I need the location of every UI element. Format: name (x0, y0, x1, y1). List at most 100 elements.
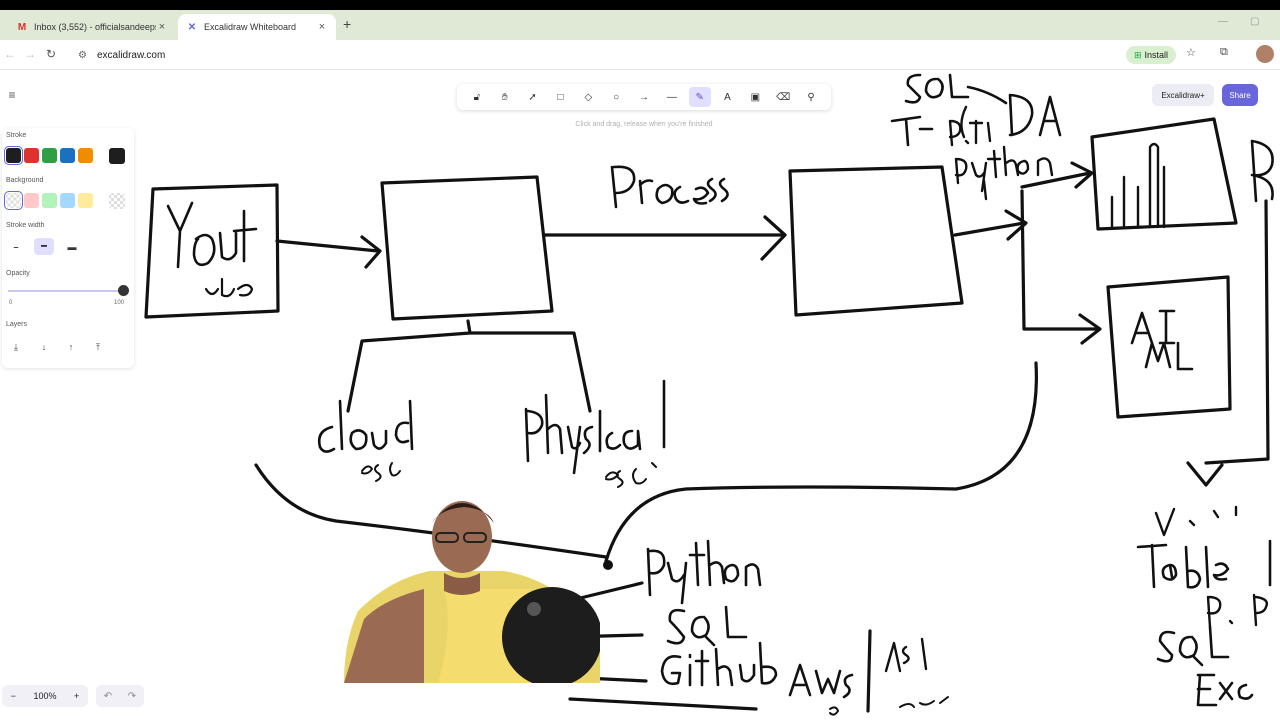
back-icon[interactable]: ← (4, 47, 16, 61)
powerbi-top-text-scribble (948, 119, 992, 147)
avatar[interactable] (1256, 45, 1274, 63)
tool-lock-button[interactable]: 🔓︎ (473, 91, 481, 103)
physical-subtext-scribble (605, 462, 657, 488)
storage-branches (346, 319, 592, 413)
bookmark-star-icon[interactable]: ☆ (1186, 47, 1196, 59)
undo-button[interactable]: ↶ (103, 690, 113, 702)
cloud-subtext-scribble (361, 462, 401, 482)
opacity-min: 0 (9, 300, 13, 306)
send-to-back-button[interactable]: ⤓ (14, 341, 18, 352)
sql-text-scribble (666, 605, 748, 647)
github-text-scribble (660, 641, 778, 687)
stroke-color-swatch[interactable] (42, 148, 57, 163)
stroke-color-swatch[interactable] (4, 146, 23, 165)
arrow-to-aiml (1020, 189, 1102, 345)
tool-line-button[interactable]: — (666, 91, 677, 103)
top-connectors (960, 105, 988, 201)
python-text-scribble (646, 539, 762, 605)
zoom-in-button[interactable]: + (73, 691, 80, 701)
tool-eraser-button[interactable]: ⌫ (776, 91, 791, 103)
background-color-swatch[interactable] (42, 193, 57, 208)
cloud-text-scribble (317, 399, 414, 453)
main-menu-button[interactable]: ≡ (8, 88, 16, 102)
background-color-swatch[interactable] (24, 193, 39, 208)
stroke-swatches (4, 146, 93, 165)
close-icon[interactable]: × (158, 21, 166, 33)
tableau-text-scribble (1136, 539, 1272, 589)
new-tab-button[interactable]: + (343, 16, 352, 32)
stroke-width-bold[interactable]: ━ (34, 238, 54, 255)
redo-button[interactable]: ↷ (127, 690, 137, 702)
skill-list-connectors (562, 581, 758, 711)
drawing-canvas[interactable]: ≡ 🔓︎✋︎➚□◇○→—✎A▣⌫⚲ Click and drag, releas… (0, 71, 1280, 720)
stroke-color-swatch[interactable] (24, 148, 39, 163)
tab-label: Excalidraw Whiteboard (204, 22, 297, 32)
aws-text-scribble (788, 663, 854, 699)
bring-forward-button[interactable]: ↑ (68, 342, 74, 352)
stroke-width-extra-bold[interactable]: ▬ (67, 241, 77, 252)
tab-excalidraw[interactable]: ✕ Excalidraw Whiteboard × (178, 14, 336, 40)
background-label: Background (6, 177, 44, 184)
minimize-icon[interactable]: — (1218, 16, 1228, 27)
tool-selection-button[interactable]: ➚ (528, 91, 537, 103)
youtube-text-scribble (166, 201, 258, 269)
presenter-video (344, 501, 600, 683)
tool-rectangle-button[interactable]: □ (557, 91, 564, 103)
zoom-controls: − 100% + (2, 685, 88, 707)
tab-inbox[interactable]: M Inbox (3,552) - officialsandeeps... × (8, 14, 176, 40)
bar-chart-sketch (1110, 142, 1166, 229)
powerbi-text-scribble (1206, 593, 1269, 629)
install-button[interactable]: ⊞ Install (1126, 46, 1176, 64)
tool-more-button[interactable]: ⚲ (807, 91, 815, 103)
tool-hand-button[interactable]: ✋︎ (501, 91, 508, 103)
background-color-swatch[interactable] (60, 193, 75, 208)
window-top-edge (0, 0, 1280, 10)
maximize-icon[interactable]: ▢ (1250, 16, 1260, 27)
url-field[interactable]: ⚙ excalidraw.com (70, 45, 1120, 65)
cloud-divider (866, 629, 872, 713)
stroke-current-swatch[interactable] (109, 148, 125, 164)
gmail-icon: M (17, 21, 27, 33)
arrow-to-dashboard (1020, 161, 1094, 189)
reload-icon[interactable]: ↻ (46, 47, 57, 61)
dashboard-box (1090, 117, 1238, 231)
excalidraw-plus-button[interactable]: Excalidraw+ (1152, 84, 1214, 106)
share-button[interactable]: Share (1222, 84, 1258, 106)
bring-to-front-button[interactable]: ⤒ (96, 341, 100, 352)
layers-label: Layers (6, 321, 28, 328)
tool-image-button[interactable]: ▣ (750, 91, 761, 103)
extensions-icon[interactable]: ⧉ (1220, 46, 1228, 58)
opacity-slider-thumb[interactable] (118, 285, 129, 296)
background-current-swatch[interactable] (109, 193, 125, 209)
site-settings-icon[interactable]: ⚙ (78, 49, 87, 61)
stroke-color-swatch[interactable] (60, 148, 75, 163)
background-color-swatch[interactable] (4, 191, 23, 210)
azure-text-scribble (884, 637, 928, 673)
tool-draw-button[interactable]: ✎ (688, 87, 711, 107)
bi-check-scribble (1154, 505, 1238, 537)
ingest-box (380, 175, 554, 321)
zoom-out-button[interactable]: − (10, 691, 16, 701)
arrow-process (543, 215, 787, 261)
processing-box (788, 165, 964, 317)
stroke-label: Stroke (6, 132, 27, 139)
forward-icon[interactable]: → (24, 47, 36, 61)
background-color-swatch[interactable] (78, 193, 93, 208)
url-text: excalidraw.com (96, 49, 166, 61)
tool-text-button[interactable]: A (724, 91, 731, 103)
send-backward-button[interactable]: ↓ (41, 342, 47, 352)
opacity-max: 100 (114, 300, 125, 306)
close-icon[interactable]: × (318, 21, 326, 33)
stroke-color-swatch[interactable] (78, 148, 93, 163)
tool-ellipse-button[interactable]: ○ (613, 91, 620, 103)
sql-top-text-scribble (904, 73, 1008, 105)
zoom-level[interactable]: 100% (33, 691, 57, 701)
tool-diamond-button[interactable]: ◇ (584, 91, 593, 103)
tool-arrow-button[interactable]: → (638, 91, 649, 103)
stroke-width-thin[interactable]: – (13, 241, 19, 252)
opacity-slider-track[interactable] (8, 290, 124, 292)
physical-text-scribble (524, 379, 666, 475)
opacity-label: Opacity (6, 270, 30, 277)
t-top-text-scribble (890, 115, 934, 147)
arrow-to-split (953, 209, 1028, 241)
